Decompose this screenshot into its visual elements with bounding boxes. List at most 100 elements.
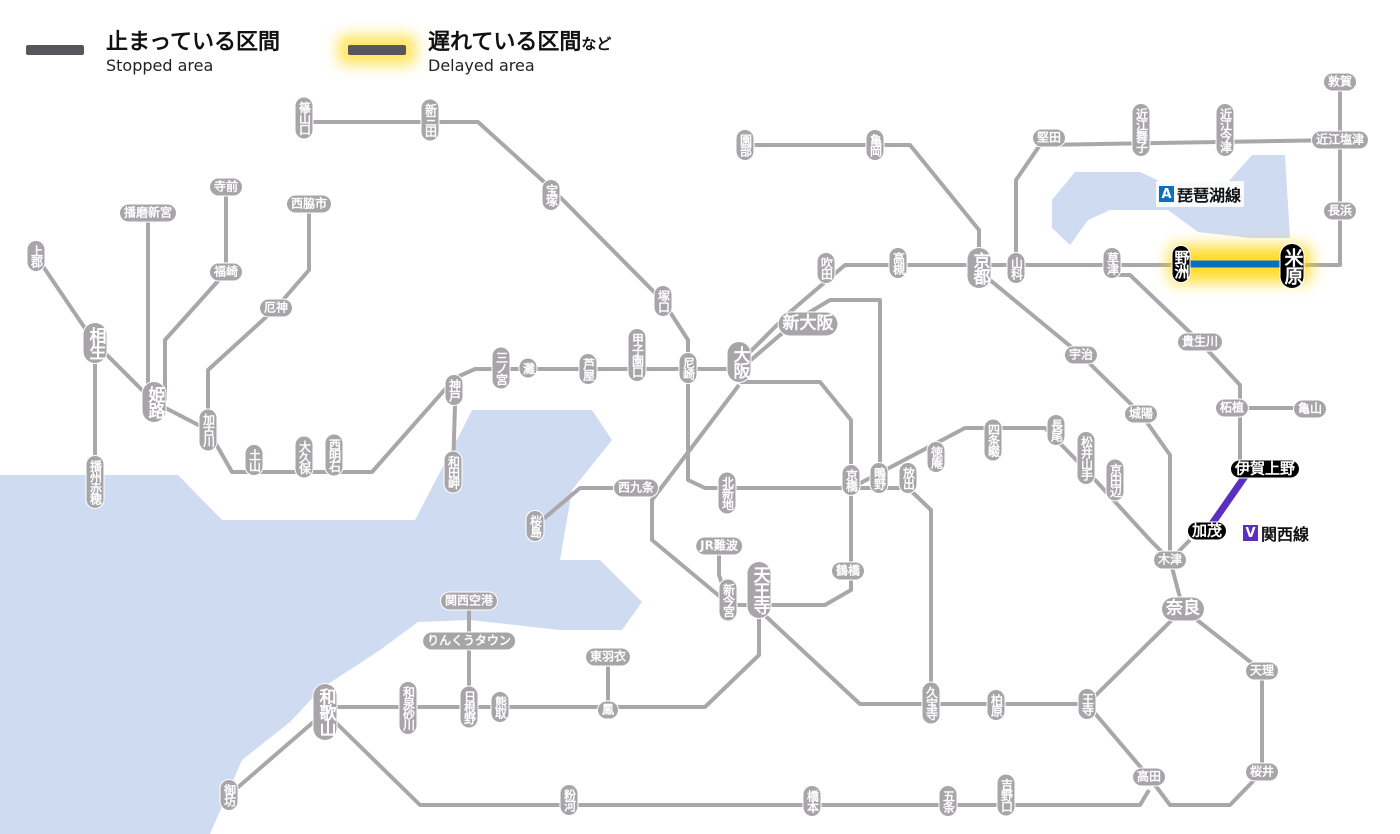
- station-label[interactable]: 新三田: [421, 99, 439, 141]
- station-label[interactable]: 桜井: [1245, 763, 1279, 781]
- station-label[interactable]: 東羽衣: [585, 648, 631, 666]
- station-label[interactable]: 久宝寺: [922, 682, 940, 724]
- station-label[interactable]: 五条: [939, 786, 957, 816]
- station-label[interactable]: 京橋: [842, 465, 860, 495]
- station-label[interactable]: 福崎: [209, 263, 243, 281]
- station-label[interactable]: 大久保: [295, 436, 313, 478]
- station-label[interactable]: 姫路: [142, 382, 166, 422]
- station-label[interactable]: 寺前: [209, 178, 243, 196]
- station-label[interactable]: 亀岡: [866, 130, 884, 160]
- station-label[interactable]: 加茂: [1187, 522, 1227, 540]
- track-segment[interactable]: [325, 610, 761, 709]
- station-label[interactable]: 城陽: [1124, 405, 1158, 423]
- station-label[interactable]: 三ノ宮: [492, 347, 510, 389]
- station-label[interactable]: 近江塩津: [1311, 131, 1369, 149]
- station-label[interactable]: 尼崎: [679, 353, 697, 383]
- station-label[interactable]: 鶴橋: [831, 562, 865, 580]
- station-label[interactable]: 京都: [967, 248, 991, 288]
- track-segment[interactable]: [850, 426, 1172, 562]
- station-label[interactable]: 鴫野: [870, 463, 888, 493]
- station-label[interactable]: 甲子園口: [628, 329, 646, 381]
- station-label[interactable]: 上郡: [27, 241, 45, 271]
- station-label[interactable]: 高田: [1132, 768, 1166, 786]
- station-label[interactable]: 芦屋: [579, 354, 597, 384]
- station-label[interactable]: 播磨新宮: [119, 204, 177, 222]
- station-label[interactable]: 御坊: [220, 780, 238, 810]
- station-label[interactable]: 熊取: [491, 692, 509, 722]
- station-label[interactable]: 園部: [736, 130, 754, 160]
- station-label[interactable]: 和歌山: [313, 684, 337, 740]
- station-label[interactable]: 伊賀上野: [1230, 460, 1300, 478]
- station-label[interactable]: 吹田: [817, 253, 835, 283]
- track-segment[interactable]: [745, 143, 981, 268]
- station-label[interactable]: りんくうタウン: [423, 632, 515, 650]
- track-segment[interactable]: [906, 486, 933, 703]
- station-label[interactable]: 野洲: [1172, 246, 1191, 282]
- station-label[interactable]: 米原: [1280, 244, 1304, 288]
- station-label[interactable]: 亀山: [1293, 400, 1327, 418]
- station-label[interactable]: 加古川: [199, 409, 217, 451]
- kansai-line-stopped-segment[interactable]: [1204, 470, 1251, 533]
- station-label[interactable]: 神戸: [445, 375, 463, 405]
- station-label[interactable]: 徳庵: [927, 442, 945, 472]
- station-label[interactable]: 奈良: [1162, 597, 1204, 621]
- station-label[interactable]: 近江今津: [1216, 104, 1234, 156]
- station-label[interactable]: 塚口: [654, 286, 672, 316]
- station-label[interactable]: 草津: [1103, 248, 1121, 278]
- station-label[interactable]: 厄神: [259, 299, 293, 317]
- track-segment[interactable]: [743, 298, 882, 488]
- station-label[interactable]: 貴生川: [1177, 333, 1223, 351]
- track-segment[interactable]: [650, 380, 853, 607]
- station-label[interactable]: 高槻: [889, 248, 907, 278]
- station-label[interactable]: 西明石: [325, 434, 343, 476]
- track-segment[interactable]: [1112, 273, 1242, 469]
- station-label[interactable]: 新今宮: [719, 579, 737, 621]
- station-label[interactable]: 新大阪: [778, 312, 838, 336]
- track-segment[interactable]: [757, 607, 1185, 706]
- station-label[interactable]: 土山: [245, 445, 263, 475]
- station-label[interactable]: 四条畷: [984, 419, 1002, 461]
- station-label[interactable]: 西九条: [613, 479, 659, 497]
- station-label[interactable]: 西脇市: [286, 195, 332, 213]
- track-segment[interactable]: [988, 278, 1264, 807]
- station-label[interactable]: 灘: [519, 358, 537, 378]
- station-label[interactable]: 宝塚: [542, 180, 560, 210]
- station-label[interactable]: 京田辺: [1106, 459, 1124, 501]
- station-label[interactable]: 敦賀: [1323, 73, 1357, 91]
- station-label[interactable]: 長尾: [1047, 415, 1065, 445]
- station-label[interactable]: 柏原: [987, 690, 1005, 720]
- track-segment[interactable]: [1014, 138, 1341, 268]
- station-label[interactable]: 王寺: [1078, 689, 1096, 719]
- track-segment[interactable]: [304, 120, 908, 490]
- station-label[interactable]: 播州赤穂: [86, 456, 104, 508]
- station-label[interactable]: 粉河: [560, 785, 578, 815]
- station-label[interactable]: 和泉砂川: [399, 682, 417, 734]
- track-segment[interactable]: [163, 187, 228, 400]
- station-label[interactable]: 和田岬: [444, 451, 462, 493]
- station-label[interactable]: 山科: [1007, 253, 1025, 283]
- station-label[interactable]: 柘植: [1215, 399, 1249, 417]
- track-segment[interactable]: [323, 710, 1151, 807]
- station-label[interactable]: 大阪: [727, 342, 751, 382]
- station-label[interactable]: 天王寺: [747, 562, 771, 618]
- station-label[interactable]: 松井山手: [1077, 432, 1095, 484]
- station-label[interactable]: 天理: [1245, 662, 1279, 680]
- station-label[interactable]: 日根野: [460, 686, 478, 728]
- station-label[interactable]: 相生: [83, 323, 107, 363]
- line-label-kansai[interactable]: V 関西線: [1240, 520, 1313, 546]
- line-label-biwako[interactable]: A 琵琶湖線: [1156, 181, 1245, 207]
- station-label[interactable]: 宇治: [1064, 346, 1098, 364]
- station-label[interactable]: 篠山口: [295, 97, 313, 139]
- station-label[interactable]: 橋本: [803, 786, 821, 816]
- track-segment[interactable]: [34, 254, 740, 474]
- station-label[interactable]: 近江舞子: [1132, 104, 1150, 156]
- station-label[interactable]: 関西空港: [440, 592, 498, 610]
- track-segment[interactable]: [206, 204, 311, 430]
- station-label[interactable]: 吉野口: [997, 774, 1015, 816]
- station-label[interactable]: 桜島: [526, 511, 544, 541]
- station-label[interactable]: 堅田: [1032, 129, 1066, 147]
- station-label[interactable]: 放出: [899, 463, 917, 493]
- station-label[interactable]: 北新地: [718, 472, 736, 514]
- station-label[interactable]: JR難波: [696, 537, 742, 555]
- station-label[interactable]: 木津: [1153, 551, 1187, 569]
